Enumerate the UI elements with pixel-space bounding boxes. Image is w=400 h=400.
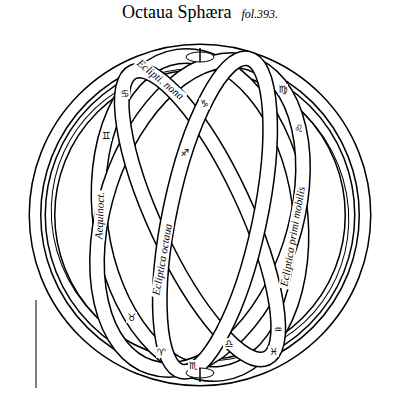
folio-number: fol.393. [241,7,278,22]
band-name: Aequinoct. [93,189,106,241]
stand-line [36,300,37,388]
zodiac-sign: ♊ [101,130,112,141]
zodiac-sign: ♎ [223,338,234,349]
zodiac-sign: ♒ [273,324,284,335]
band-label: Aequinoct. [93,189,106,241]
axis [199,368,201,382]
zodiac-sign: ♌ [293,123,304,134]
zodiac-sign: ♉ [126,312,137,323]
outer-ring-fill [35,50,365,380]
zodiac-sign: ♐ [180,147,191,158]
axis [199,48,201,62]
zodiac-sign: ♋ [119,88,130,99]
outer-ring [35,50,365,380]
zodiac-sign: ♍ [278,84,289,95]
title: Octaua Sphæra [122,2,231,23]
ecliptic-band-fill [138,49,293,381]
ecliptic-band [60,33,340,396]
zodiac-sign: ♑ [199,98,210,109]
ecliptic-band-fill [60,33,340,396]
zodiac-sign: ♓ [268,346,279,357]
header: Octaua Sphæra fol.393. [0,2,400,23]
meridian-line [0,14,400,400]
ecliptic-band [138,49,293,381]
zodiac-sign: ♈ [156,347,167,358]
zodiac-sign: ♏ [188,360,199,371]
